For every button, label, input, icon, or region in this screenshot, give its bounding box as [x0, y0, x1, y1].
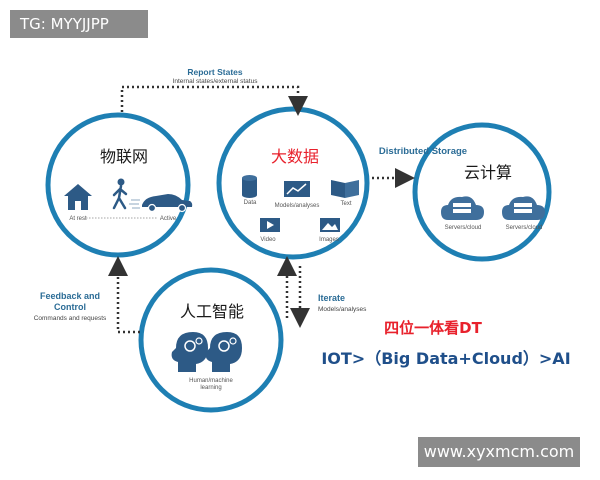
iterate-label: Iterate: [318, 293, 345, 303]
cloud-title: 云计算: [464, 163, 512, 182]
video-label: Video: [260, 237, 276, 243]
car-icon: [129, 194, 193, 213]
walking-person-icon: [112, 178, 128, 210]
feedback-label-line1: Feedback and: [40, 291, 100, 301]
server-cloud-icon-left: [441, 196, 484, 220]
video-icon: [260, 218, 280, 232]
watermark-top-left: TG: MYYJJPP: [10, 10, 148, 38]
human-machine-label-line1: Human/machine: [189, 378, 233, 384]
cloud-circle: [412, 122, 552, 262]
human-machine-label-line2: learning: [200, 385, 221, 391]
feedback-control-arrow: [108, 256, 140, 334]
iot-title: 物联网: [100, 147, 148, 166]
human-brain-head-icon: [171, 332, 208, 372]
chart-icon: [284, 181, 310, 197]
report-states-arrow: [120, 85, 308, 116]
feedback-label-line2: Control: [54, 302, 86, 312]
models-label: Models/analyses: [275, 203, 320, 209]
iot-circle: [45, 112, 191, 258]
images-label: Images: [319, 237, 339, 243]
distributed-storage-label: Distributed Storage: [379, 146, 467, 157]
servers-cloud-label-right: Servers/cloud: [506, 225, 543, 231]
servers-cloud-label-left: Servers/cloud: [445, 225, 482, 231]
at-rest-label: At rest: [69, 216, 87, 222]
iterate-sublabel: Models/analyses: [318, 306, 367, 313]
book-icon: [331, 180, 359, 198]
ai-circle: [138, 267, 284, 413]
watermark-bottom-right: www.xyxmcm.com: [418, 437, 580, 467]
report-states-sublabel: Internal states/external status: [173, 78, 259, 85]
active-label: Active: [160, 216, 177, 222]
database-icon: [242, 175, 257, 198]
machine-brain-head-icon: [205, 332, 242, 372]
data-label: Data: [244, 200, 257, 206]
house-icon: [64, 184, 92, 210]
server-cloud-icon-right: [502, 196, 545, 220]
ai-title: 人工智能: [180, 302, 244, 321]
feedback-sublabel: Commands and requests: [34, 315, 107, 322]
headline-four-in-one-dt: 四位一体看DT: [384, 319, 482, 337]
formula-iot-bigdata-cloud-ai: IOT>（Big Data+Cloud）>AI: [321, 349, 570, 368]
image-icon: [320, 218, 340, 232]
text-label: Text: [340, 201, 351, 207]
report-states-label: Report States: [187, 67, 243, 77]
bigdata-title: 大数据: [271, 147, 319, 166]
